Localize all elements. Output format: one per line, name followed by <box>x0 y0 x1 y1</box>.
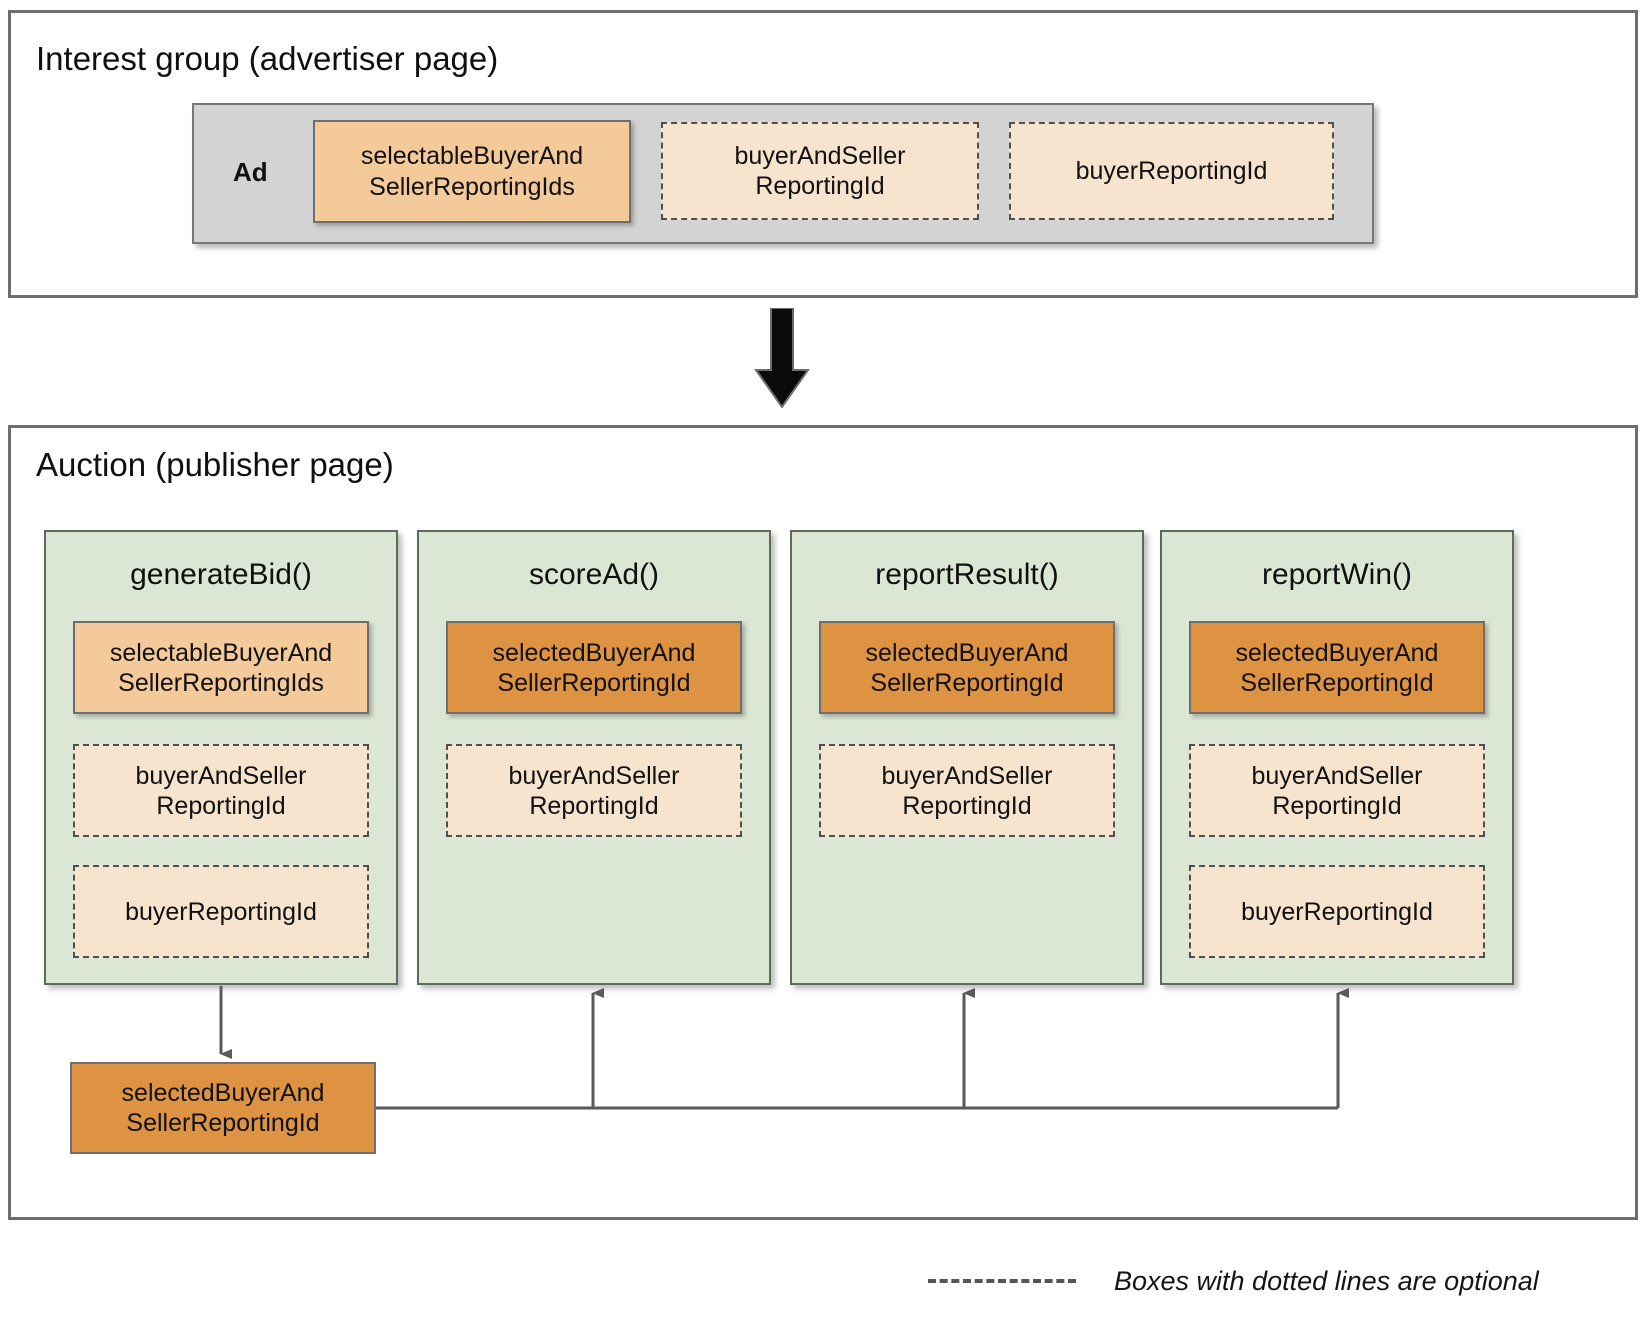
down-arrow-icon <box>754 308 810 408</box>
function-name-score-ad: scoreAd() <box>528 558 660 591</box>
ig-chip-selectable-buyer-and-seller-reporting-ids: selectableBuyerAnd SellerReportingIds <box>313 120 631 223</box>
reportwin-chip-buyer-and-seller-reporting-id: buyerAndSeller ReportingId <box>1189 744 1485 837</box>
reportwin-chip-buyer-reporting-id: buyerReportingId <box>1189 865 1485 958</box>
function-column-score-ad: scoreAd() selectedBuyerAnd SellerReporti… <box>417 530 771 985</box>
generatebid-chip-selectable-buyer-and-seller-reporting-ids: selectableBuyerAnd SellerReportingIds <box>73 621 369 714</box>
reportwin-chip-selected-buyer-and-seller-reporting-id: selectedBuyerAnd SellerReportingId <box>1189 621 1485 714</box>
selected-buyer-and-seller-reporting-id-box: selectedBuyerAnd SellerReportingId <box>70 1062 376 1154</box>
legend-dashed-line-sample <box>928 1279 1076 1283</box>
legend: Boxes with dotted lines are optional <box>928 1258 1588 1304</box>
function-name-generate-bid: generateBid() <box>130 558 312 591</box>
generatebid-chip-buyer-and-seller-reporting-id: buyerAndSeller ReportingId <box>73 744 369 837</box>
ig-chip-buyer-reporting-id: buyerReportingId <box>1009 122 1334 220</box>
ad-label: Ad <box>233 157 268 187</box>
reportresult-chip-buyer-and-seller-reporting-id: buyerAndSeller ReportingId <box>819 744 1115 837</box>
ig-chip-buyer-and-seller-reporting-id: buyerAndSeller ReportingId <box>661 122 979 220</box>
scoread-chip-selected-buyer-and-seller-reporting-id: selectedBuyerAnd SellerReportingId <box>446 621 742 714</box>
auction-title: Auction (publisher page) <box>36 446 394 483</box>
legend-label: Boxes with dotted lines are optional <box>1114 1265 1539 1296</box>
function-column-generate-bid: generateBid() selectableBuyerAnd SellerR… <box>44 530 398 985</box>
scoread-chip-buyer-and-seller-reporting-id: buyerAndSeller ReportingId <box>446 744 742 837</box>
reportresult-chip-selected-buyer-and-seller-reporting-id: selectedBuyerAnd SellerReportingId <box>819 621 1115 714</box>
function-column-report-win: reportWin() selectedBuyerAnd SellerRepor… <box>1160 530 1514 985</box>
interest-group-title: Interest group (advertiser page) <box>36 40 499 77</box>
function-name-report-result: reportResult() <box>875 558 1059 591</box>
function-column-report-result: reportResult() selectedBuyerAnd SellerRe… <box>790 530 1144 985</box>
function-name-report-win: reportWin() <box>1261 558 1412 591</box>
generatebid-chip-buyer-reporting-id: buyerReportingId <box>73 865 369 958</box>
